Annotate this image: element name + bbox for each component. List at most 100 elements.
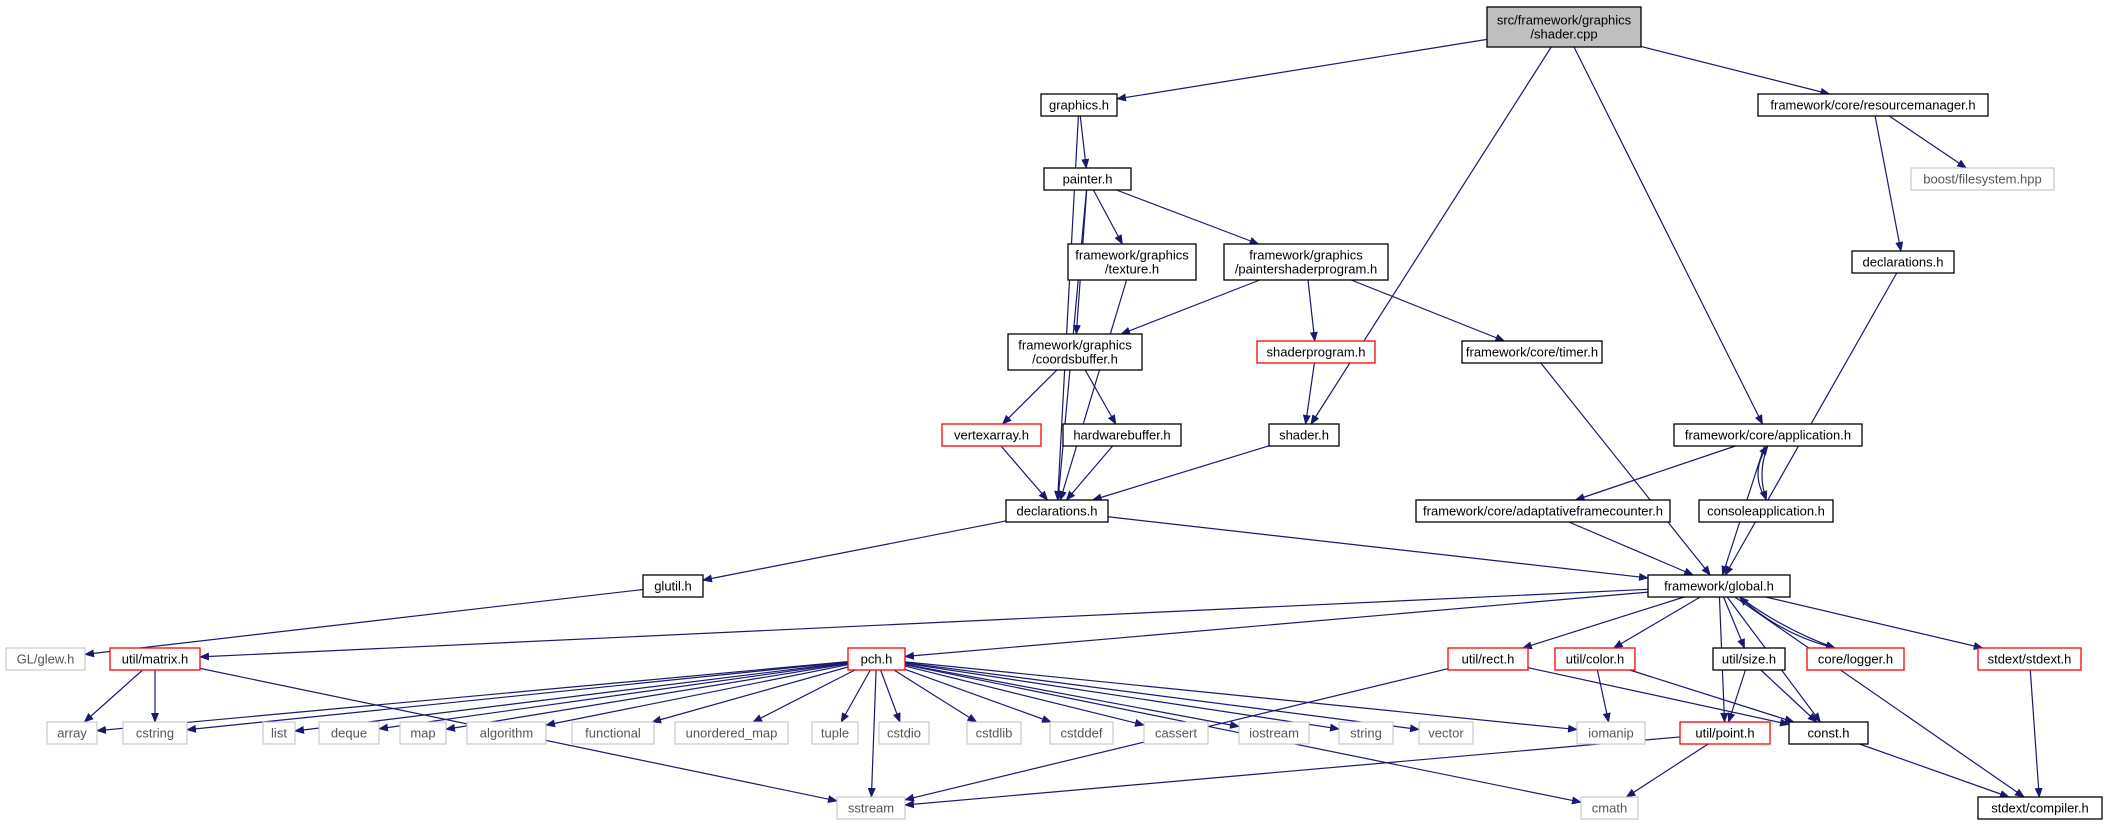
node-label: unordered_map xyxy=(686,726,778,741)
edge-adaptative_h-to-global_h xyxy=(1568,521,1695,576)
node-matrix-h[interactable]: util/matrix.h xyxy=(109,647,201,671)
edge-pch_h-to-cstdlib xyxy=(893,669,978,723)
edge-global_h-to-stdext_h xyxy=(1765,596,1984,650)
node-pch-h[interactable]: pch.h xyxy=(847,647,906,671)
edge-logger_h-to-global_h xyxy=(1738,596,1836,649)
node-cassert: cassert xyxy=(1143,721,1209,745)
node-array: array xyxy=(46,721,98,745)
node-box xyxy=(5,647,86,671)
node-label: painter.h xyxy=(1063,172,1113,187)
node-cstring: cstring xyxy=(122,721,188,745)
node-label: stdext/compiler.h xyxy=(1991,801,2089,816)
node-coordsbuffer-h[interactable]: framework/graphics/coordsbuffer.h xyxy=(1007,333,1143,371)
edge-pch_h-to-cstdio xyxy=(880,669,901,723)
node-size-h[interactable]: util/size.h xyxy=(1712,647,1786,671)
edge-shader_h-to-declarations_gfx xyxy=(1091,445,1270,502)
node-box xyxy=(1143,721,1209,745)
node-box xyxy=(1256,340,1376,364)
node-box xyxy=(1576,721,1646,745)
node-box xyxy=(1415,499,1671,523)
node-graphics-h[interactable]: graphics.h xyxy=(1040,93,1118,117)
node-box xyxy=(1067,243,1197,281)
edge-global_h-to-compiler_h xyxy=(1734,596,2025,798)
node-label: framework/core/resourcemanager.h xyxy=(1770,98,1975,113)
edge-global_h-to-pch_h xyxy=(904,591,1649,660)
node-box xyxy=(1757,93,1989,117)
node-compiler-h[interactable]: stdext/compiler.h xyxy=(1977,796,2103,820)
node-declarations-gfx[interactable]: declarations.h xyxy=(1005,499,1109,523)
edge-stdext_h-to-compiler_h xyxy=(2029,669,2043,798)
node-stdext-h[interactable]: stdext/stdext.h xyxy=(1977,647,2082,671)
node-boost-filesystem: boost/filesystem.hpp xyxy=(1910,167,2055,191)
node-label: core/logger.h xyxy=(1818,652,1893,667)
edge-pch_h-to-deque xyxy=(378,662,849,732)
node-glutil-h[interactable]: glutil.h xyxy=(642,574,704,598)
edge-paintershaderprogram_h-to-coordsbuffer_h xyxy=(1120,279,1261,335)
node-label: deque xyxy=(331,726,367,741)
node-label: util/matrix.h xyxy=(122,652,188,667)
node-label: algorithm xyxy=(480,726,533,741)
node-adaptative-h[interactable]: framework/core/adaptativeframecounter.h xyxy=(1415,499,1671,523)
node-box xyxy=(262,721,296,745)
node-label: util/point.h xyxy=(1695,726,1754,741)
node-box xyxy=(878,721,930,745)
node-box xyxy=(1461,340,1603,364)
node-label: iostream xyxy=(1249,726,1299,741)
node-functional: functional xyxy=(571,721,655,745)
node-color-h[interactable]: util/color.h xyxy=(1554,647,1636,671)
node-label: const.h xyxy=(1808,726,1850,741)
node-box xyxy=(1910,167,2055,191)
edge-pch_h-to-sstream xyxy=(867,669,877,798)
node-label: /paintershaderprogram.h xyxy=(1235,262,1377,277)
node-hardwarebuffer-h[interactable]: hardwarebuffer.h xyxy=(1062,423,1182,447)
node-box xyxy=(1223,243,1389,281)
edge-pch_h-to-functional xyxy=(651,666,849,724)
node-painter-h[interactable]: painter.h xyxy=(1043,167,1132,191)
node-label: util/rect.h xyxy=(1462,652,1515,667)
node-rect-h[interactable]: util/rect.h xyxy=(1447,647,1529,671)
node-consoleapplication-h[interactable]: consoleapplication.h xyxy=(1698,499,1834,523)
node-shader-cpp[interactable]: src/framework/graphics/shader.cpp xyxy=(1486,6,1642,48)
node-box xyxy=(1486,6,1642,48)
node-box xyxy=(466,721,547,745)
node-application-h[interactable]: framework/core/application.h xyxy=(1673,423,1863,447)
node-box xyxy=(46,721,98,745)
node-box xyxy=(847,647,906,671)
node-sstream: sstream xyxy=(836,796,906,820)
node-label: glutil.h xyxy=(654,579,692,594)
node-logger-h[interactable]: core/logger.h xyxy=(1806,647,1905,671)
node-box xyxy=(1580,796,1639,820)
node-box xyxy=(1418,721,1474,745)
edge-glutil_h-to-glew_h xyxy=(84,588,644,658)
node-global-h[interactable]: framework/global.h xyxy=(1647,574,1791,598)
edge-pch_h-to-cassert xyxy=(904,665,1145,727)
node-label: /shader.cpp xyxy=(1530,27,1597,42)
node-shaderprogram-h[interactable]: shaderprogram.h xyxy=(1256,340,1376,364)
node-const-h[interactable]: const.h xyxy=(1788,721,1869,745)
node-cstdlib: cstdlib xyxy=(966,721,1022,745)
edge-pch_h-to-list xyxy=(294,661,849,734)
node-box xyxy=(1698,499,1834,523)
node-texture-h[interactable]: framework/graphics/texture.h xyxy=(1067,243,1197,281)
node-label: cstdlib xyxy=(976,726,1013,741)
node-point-h[interactable]: util/point.h xyxy=(1679,721,1771,745)
node-paintershaderprogram-h[interactable]: framework/graphics/paintershaderprogram.… xyxy=(1223,243,1389,281)
edge-matrix_h-to-array xyxy=(83,669,144,723)
node-resourcemanager-h[interactable]: framework/core/resourcemanager.h xyxy=(1757,93,1989,117)
node-box xyxy=(1977,647,2082,671)
node-declarations-core[interactable]: declarations.h xyxy=(1851,250,1955,274)
node-deque: deque xyxy=(318,721,380,745)
node-cstddef: cstddef xyxy=(1049,721,1114,745)
edge-const_h-to-compiler_h xyxy=(1859,743,2010,798)
node-timer-h[interactable]: framework/core/timer.h xyxy=(1461,340,1603,364)
node-vertexarray-h[interactable]: vertexarray.h xyxy=(941,423,1042,447)
edge-paintershaderprogram_h-to-timer_h xyxy=(1350,279,1506,342)
node-label: map xyxy=(410,726,435,741)
edge-global_h-to-rect_h xyxy=(1521,596,1685,650)
edge-color_h-to-iomanip xyxy=(1596,669,1611,723)
node-shader-h[interactable]: shader.h xyxy=(1268,423,1340,447)
edge-point_h-to-cmath xyxy=(1625,743,1709,798)
node-unordered-map: unordered_map xyxy=(674,721,789,745)
node-label: consoleapplication.h xyxy=(1707,504,1825,519)
